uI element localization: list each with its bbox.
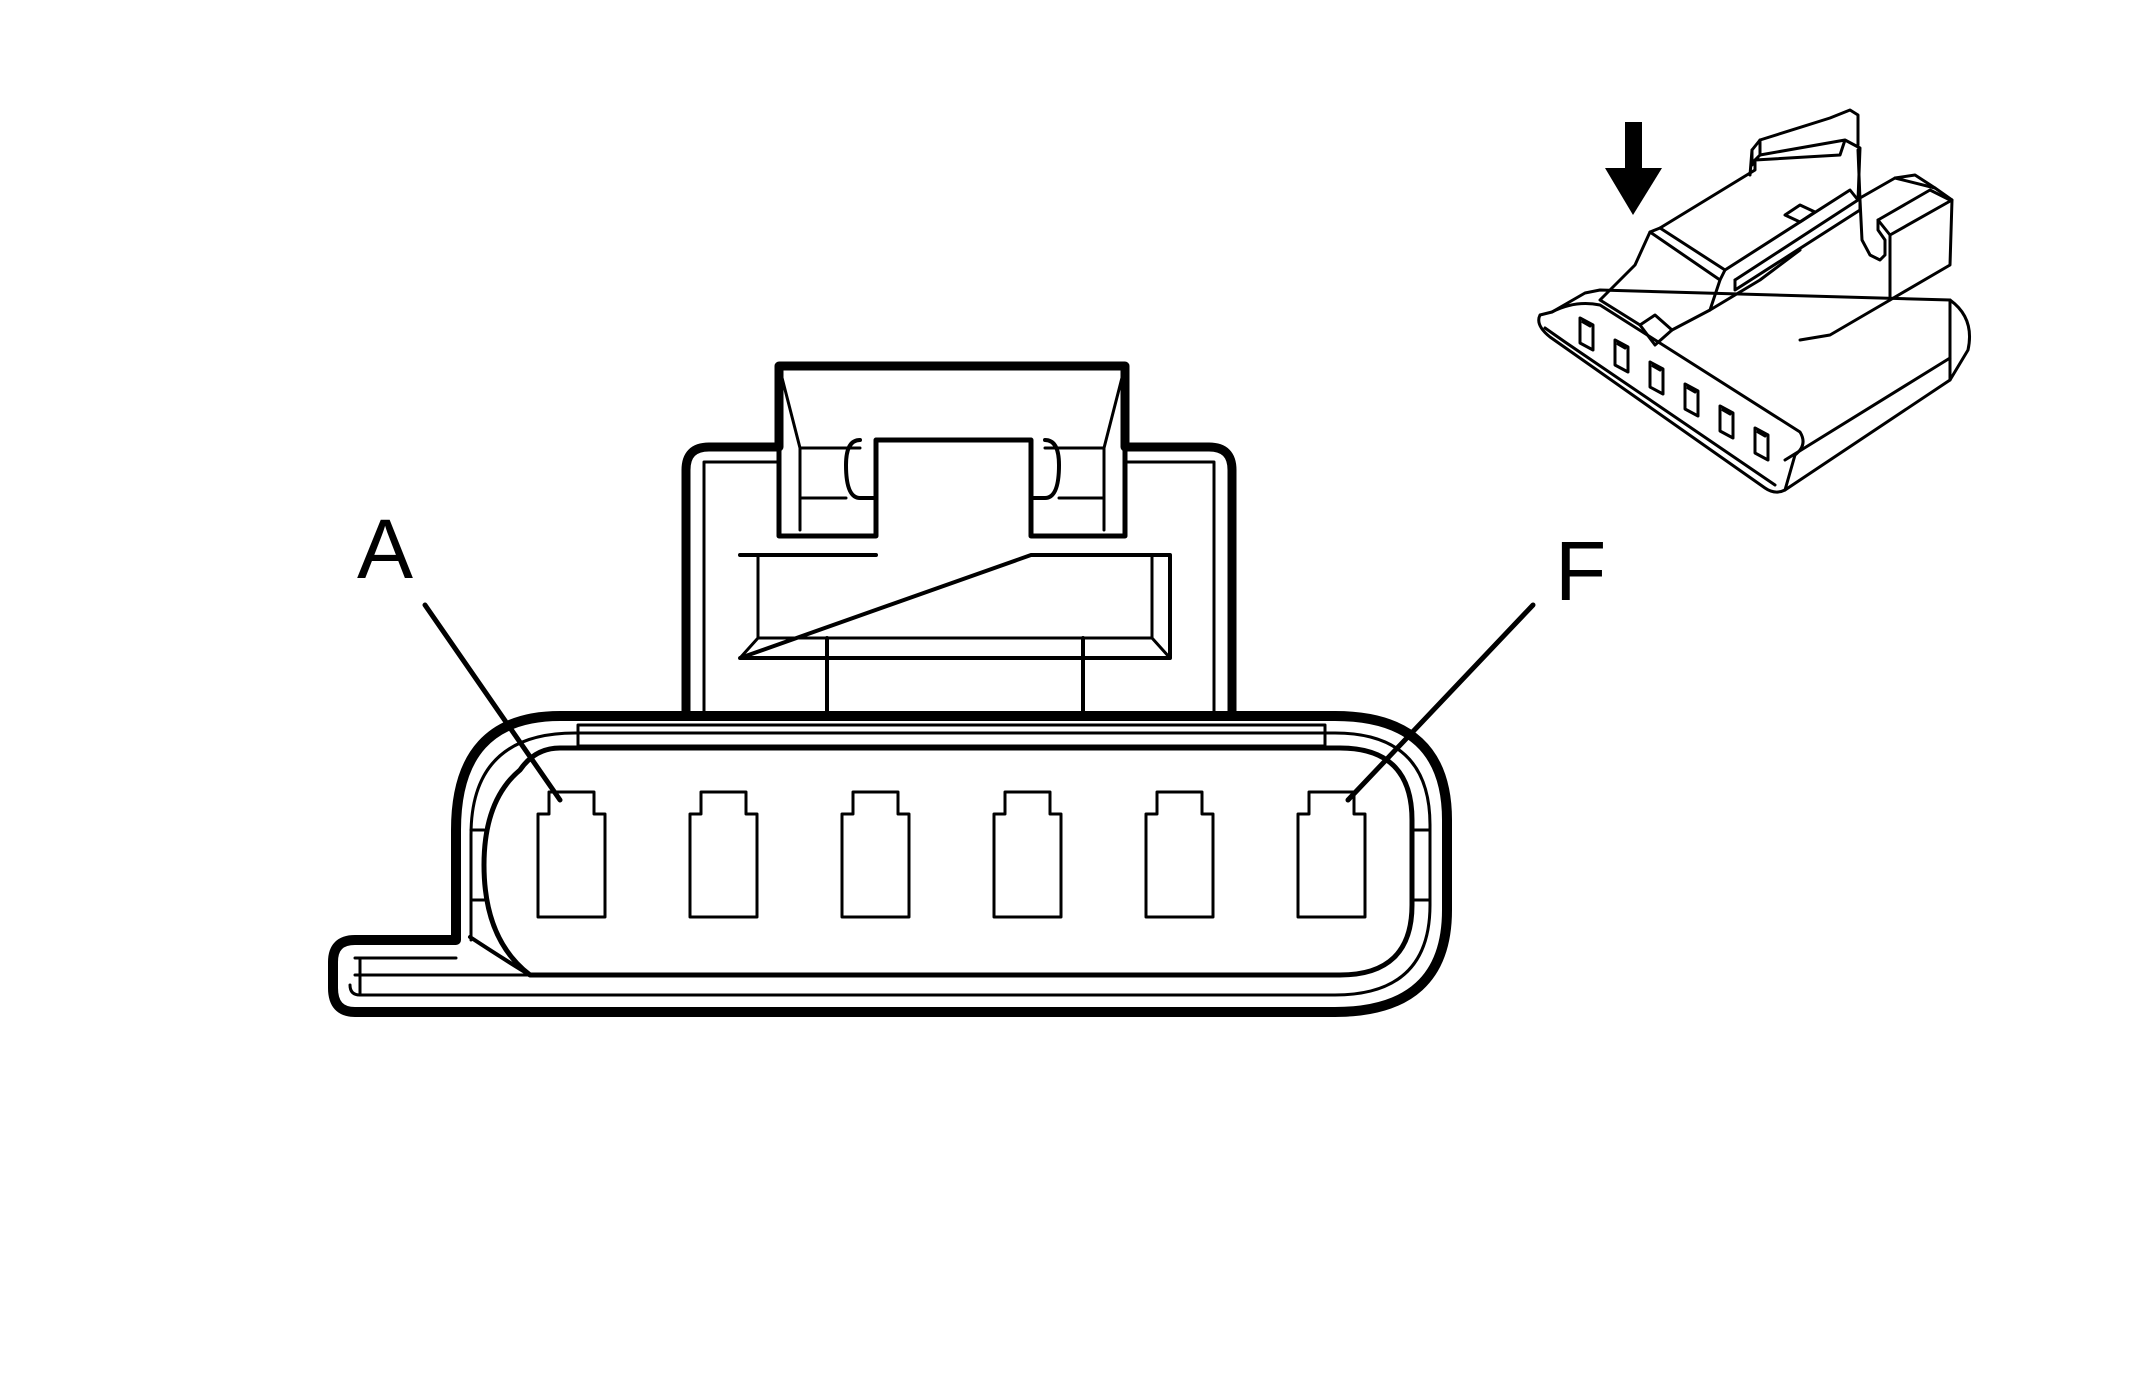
- shroud-flank-right: [1410, 828, 1432, 902]
- lock-window-inner: [738, 553, 1172, 660]
- inset-body-bottom: [1543, 326, 1777, 487]
- inset-terminal-cavity: [1613, 338, 1630, 374]
- connector-isometric-icon: [1537, 108, 1971, 494]
- inset-terminal-cavity: [1648, 360, 1665, 396]
- inset-latch-upright: [1750, 138, 1762, 167]
- inset-latch-arm-right: [1748, 108, 1860, 177]
- latch-housing-outline: [681, 361, 1237, 721]
- shroud-flank-left: [469, 828, 486, 902]
- inset-body-face: [1550, 302, 1805, 492]
- connector-face-view: [328, 361, 1536, 1017]
- pin-label-a: A: [357, 502, 413, 596]
- inset-latch-ramp-face: [1638, 226, 1727, 332]
- inset-terminal-cavity: [1578, 316, 1595, 352]
- terminal-cavities: [536, 790, 1367, 919]
- inset-body-side: [1783, 298, 1952, 462]
- inset-terminal-cavity: [1718, 404, 1735, 440]
- terminal-cavity: [688, 790, 759, 919]
- cavity-shroud: [481, 745, 1415, 978]
- terminal-cavity: [992, 790, 1063, 919]
- inset-terminal-cavity: [1753, 426, 1770, 462]
- lock-window-outer: [738, 553, 1172, 660]
- terminal-cavity: [1296, 790, 1367, 919]
- latch-tab-top: [844, 438, 1061, 500]
- down-arrow-icon: [1605, 122, 1662, 215]
- terminal-cavity: [1144, 790, 1215, 919]
- connector-body-outline: [328, 711, 1452, 1017]
- top-rail: [576, 723, 1327, 748]
- bottom-tab: [353, 956, 532, 997]
- bottom-tab-ramp: [468, 935, 532, 977]
- inset-body-outline: [1537, 288, 1971, 494]
- latch-housing-inner: [702, 460, 1216, 718]
- terminal-cavity: [536, 790, 607, 919]
- inset-latch-lower: [1733, 198, 1892, 342]
- inset-latch-slot: [1783, 203, 1817, 224]
- lock-bar: [825, 636, 1085, 718]
- leader-line-a: [422, 602, 563, 803]
- latch-tab: [776, 363, 1128, 539]
- inset-terminal-cavity: [1683, 382, 1700, 418]
- inset-latch-top-face: [1876, 176, 1954, 237]
- inset-terminal-cavities: [1578, 316, 1770, 462]
- pin-label-f: F: [1555, 524, 1606, 618]
- inset-latch-ramp: [1598, 230, 1722, 347]
- leader-line-f: [1345, 602, 1536, 803]
- terminal-cavity: [840, 790, 911, 919]
- inset-latch-bridge: [1708, 188, 1860, 312]
